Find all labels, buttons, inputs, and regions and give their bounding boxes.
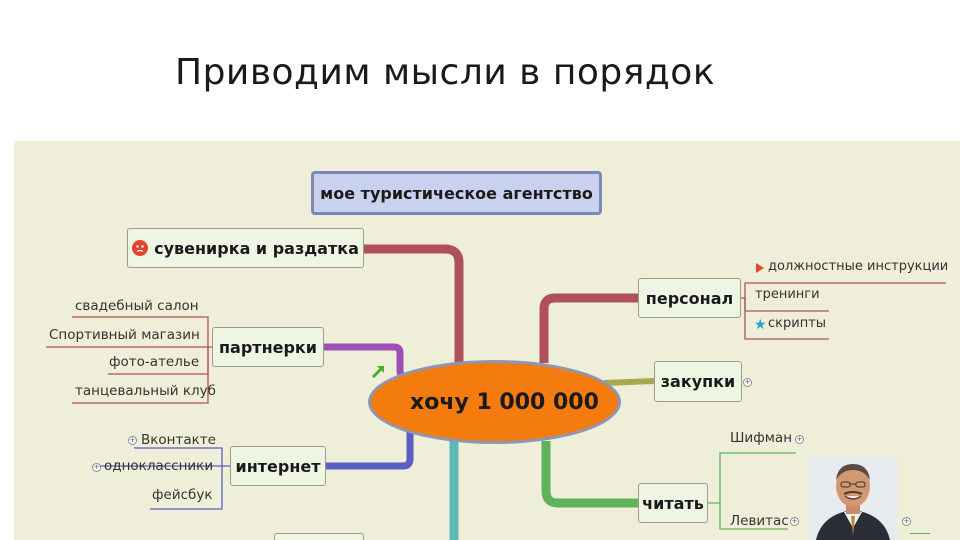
- central-node[interactable]: хочу 1 000 000: [368, 360, 621, 444]
- leaf-odnoklassniki[interactable]: одноклассники: [104, 458, 214, 474]
- red-flag-icon: [756, 263, 764, 273]
- branch-suvenirka: [361, 244, 464, 363]
- leaf-foto[interactable]: фото-ателье: [109, 354, 200, 370]
- topic-personal-label: персонал: [645, 288, 734, 308]
- branch-zakupki: [603, 378, 655, 386]
- topic-zakupki-label: закупки: [660, 372, 736, 391]
- expand-odnoklassniki-icon[interactable]: +: [92, 463, 101, 472]
- expand-levitas-icon[interactable]: +: [790, 517, 799, 526]
- branch-partnerki: [322, 343, 414, 380]
- mind-map: мое туристическое агентство сувенирка и …: [14, 141, 960, 540]
- partnerki-leaf-lines: [46, 316, 212, 404]
- topic-internet-label: интернет: [235, 456, 321, 476]
- branch-chitat: [541, 441, 638, 508]
- topic-partnerki-label: партнерки: [218, 337, 317, 357]
- leaf-feisbuk[interactable]: фейсбук: [152, 487, 213, 503]
- expand-vkontakte-icon[interactable]: +: [128, 436, 137, 445]
- star-icon: ★: [754, 317, 767, 333]
- internet-leaf-lines: [96, 447, 230, 510]
- leaf-skripty[interactable]: скрипты: [768, 316, 827, 331]
- chitat-leaf-lines: [708, 452, 796, 530]
- expand-photo-icon[interactable]: +: [902, 517, 911, 526]
- topic-chitat-label: читать: [642, 493, 704, 513]
- central-label: хочу 1 000 000: [410, 389, 599, 415]
- root-label: мое туристическое агентство: [320, 183, 593, 203]
- leaf-levitas[interactable]: Левитас: [730, 513, 789, 529]
- topic-chitat[interactable]: читать: [638, 483, 708, 523]
- topic-personal[interactable]: персонал: [638, 278, 741, 318]
- slide-title: Приводим мысли в порядок: [175, 52, 716, 93]
- leaf-treningi[interactable]: тренинги: [755, 287, 820, 302]
- topic-teal-partial[interactable]: [274, 533, 364, 540]
- leaf-vkontakte[interactable]: Вконтакте: [141, 432, 216, 448]
- green-arrow-icon: [371, 365, 406, 410]
- expand-shifman-icon[interactable]: +: [795, 435, 804, 444]
- branch-personal: [539, 293, 638, 363]
- topic-internet[interactable]: интернет: [230, 446, 326, 486]
- root-node[interactable]: мое туристическое агентство: [311, 171, 602, 215]
- expand-zakupki-icon[interactable]: +: [743, 378, 752, 387]
- topic-partnerki[interactable]: партнерки: [212, 327, 324, 367]
- leaf-sportivny[interactable]: Спортивный магазин: [49, 327, 200, 343]
- angry-face-icon: [132, 240, 149, 256]
- topic-suvenirka[interactable]: сувенирка и раздатка: [127, 228, 364, 268]
- personal-leaf-lines: [741, 282, 946, 340]
- topic-zakupki[interactable]: закупки: [654, 361, 742, 402]
- leaf-instrukcii[interactable]: должностные инструкции: [768, 259, 949, 274]
- person-portrait: [808, 456, 898, 540]
- leaf-tanc[interactable]: танцевальный клуб: [75, 383, 216, 399]
- leaf-svadebny[interactable]: свадебный салон: [75, 298, 199, 314]
- topic-suvenirka-label: сувенирка и раздатка: [154, 238, 359, 258]
- right-partial-node: [910, 533, 930, 540]
- leaf-shifman[interactable]: Шифман: [730, 430, 793, 446]
